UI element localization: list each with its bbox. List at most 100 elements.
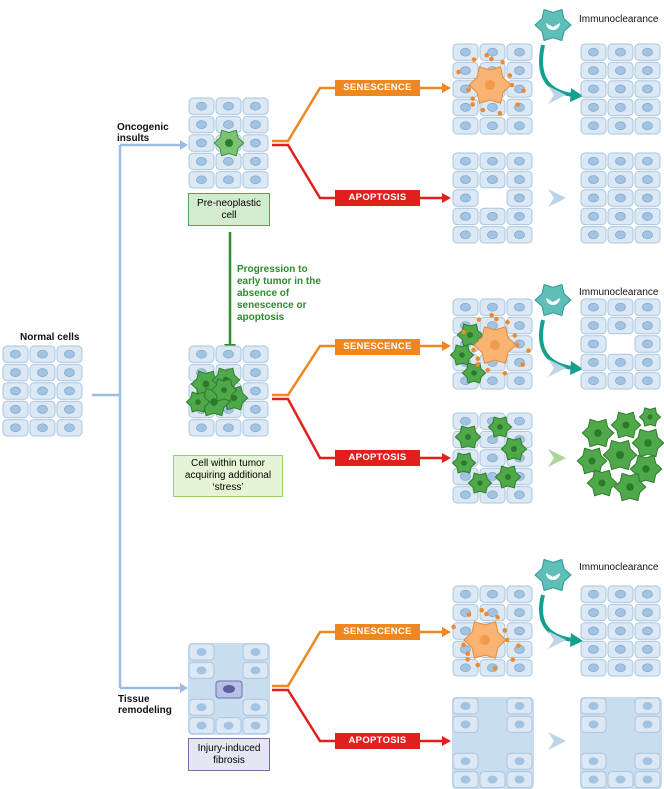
immunoclearance-label-3: Immunoclearance — [579, 562, 659, 573]
cell-nucleus — [642, 663, 653, 673]
cell-nucleus — [642, 156, 653, 166]
cell-nucleus — [514, 302, 525, 312]
cell-nucleus — [460, 416, 471, 426]
cell-nucleus — [487, 376, 498, 386]
sasp-dot — [484, 611, 489, 617]
senescence-label-3: SENESCENCE — [335, 624, 420, 640]
cell-nucleus — [196, 101, 207, 111]
cell-nucleus — [642, 302, 653, 312]
sasp-dot — [475, 356, 481, 362]
cell-nucleus — [250, 703, 261, 712]
cell-nucleus — [37, 386, 48, 396]
cell-nucleus — [514, 121, 525, 131]
cell-nucleus — [196, 138, 207, 148]
label-normal-cells: Normal cells — [20, 332, 80, 343]
cell-nucleus — [642, 66, 653, 75]
sasp-dot — [494, 316, 499, 322]
cell-nucleus — [615, 608, 626, 617]
tumor-nucleus — [221, 387, 227, 393]
cell-nucleus — [460, 156, 471, 166]
cell-nucleus — [588, 720, 599, 729]
branch-3-senescence-line — [272, 630, 442, 688]
cell-nucleus — [487, 775, 498, 784]
cell-nucleus — [487, 230, 498, 240]
cell-nucleus — [642, 339, 653, 349]
cell-nucleus — [37, 368, 48, 377]
sasp-dot — [456, 69, 461, 75]
tumor-nucleus — [647, 414, 653, 420]
row1-clearance-arrow — [539, 44, 574, 97]
pre-neoplastic-nucleus — [225, 139, 233, 147]
fibrosis-label: Injury-induced fibrosis — [188, 738, 270, 771]
cell-nucleus — [615, 156, 626, 166]
cell-nucleus — [514, 175, 525, 184]
cell-nucleus — [588, 156, 599, 166]
cell-nucleus — [642, 84, 653, 94]
branch-3-apoptosis-arrowhead — [442, 736, 451, 746]
cell-nucleus — [642, 103, 653, 112]
tumor-nucleus — [210, 398, 218, 406]
cell-nucleus — [588, 775, 599, 784]
cell-nucleus — [615, 775, 626, 784]
cell-nucleus — [196, 175, 207, 185]
cell-nucleus — [460, 193, 471, 203]
cell-nucleus — [615, 121, 626, 131]
sasp-dot — [521, 88, 526, 93]
cell-nucleus — [588, 702, 599, 710]
tumor-nucleus — [477, 480, 483, 486]
sasp-dot — [470, 102, 475, 107]
cell-nucleus — [642, 321, 653, 330]
senescent-nucleus — [480, 635, 490, 645]
cell-nucleus — [588, 608, 599, 617]
cell-nucleus — [196, 721, 207, 730]
cell-nucleus — [615, 358, 626, 367]
sasp-dot — [466, 612, 472, 617]
tumor-nucleus — [616, 451, 624, 459]
cell-nucleus — [10, 405, 21, 414]
row3-immune-cell — [534, 558, 572, 592]
cell-nucleus — [642, 376, 653, 386]
cell-nucleus — [196, 423, 207, 433]
branch-1-apoptosis-arrowhead — [442, 193, 451, 203]
cell-nucleus — [588, 339, 599, 349]
label-tissue-remodeling: Tissue remodeling — [118, 694, 172, 716]
tumor-nucleus — [505, 474, 511, 480]
sasp-dot — [470, 96, 476, 102]
cell-nucleus — [588, 175, 599, 184]
sasp-dot — [502, 628, 508, 633]
cell-nucleus — [250, 157, 261, 166]
row1-clearance-arrowhead — [570, 88, 583, 102]
sasp-dot — [466, 87, 471, 93]
immunoclearance-label-1: Immunoclearance — [579, 14, 659, 25]
cell-nucleus — [642, 608, 653, 617]
cell-nucleus — [460, 663, 471, 673]
cell-nucleus — [460, 720, 471, 729]
cell-nucleus — [642, 775, 653, 784]
cell-nucleus — [460, 66, 471, 75]
branch-2-senescence-arrowhead — [442, 341, 451, 351]
cell-nucleus — [460, 103, 471, 112]
tumor-nucleus — [202, 380, 210, 388]
cell-nucleus — [588, 645, 599, 654]
sasp-dot — [475, 362, 480, 367]
cell-nucleus — [64, 386, 75, 396]
cell-nucleus — [615, 626, 626, 636]
row2-clearance-arrowhead — [570, 361, 583, 375]
sasp-dot — [520, 362, 526, 367]
row2-clearance-arrow — [539, 319, 574, 370]
row3-immune-nucleus — [546, 573, 560, 580]
sasp-dot — [461, 642, 466, 648]
cell-nucleus — [250, 175, 261, 185]
normal-cells-connector — [92, 143, 180, 690]
cell-nucleus — [223, 423, 234, 433]
branch-1-senescence-arrowhead — [442, 83, 451, 93]
cell-nucleus — [196, 157, 207, 166]
cell-nucleus — [64, 405, 75, 414]
cell-nucleus — [37, 349, 48, 359]
cell-nucleus — [615, 47, 626, 57]
cell-nucleus — [588, 193, 599, 203]
cell-nucleus — [223, 349, 234, 359]
sasp-dot — [475, 662, 481, 668]
sasp-dot — [526, 348, 531, 353]
cell-nucleus — [460, 212, 471, 221]
